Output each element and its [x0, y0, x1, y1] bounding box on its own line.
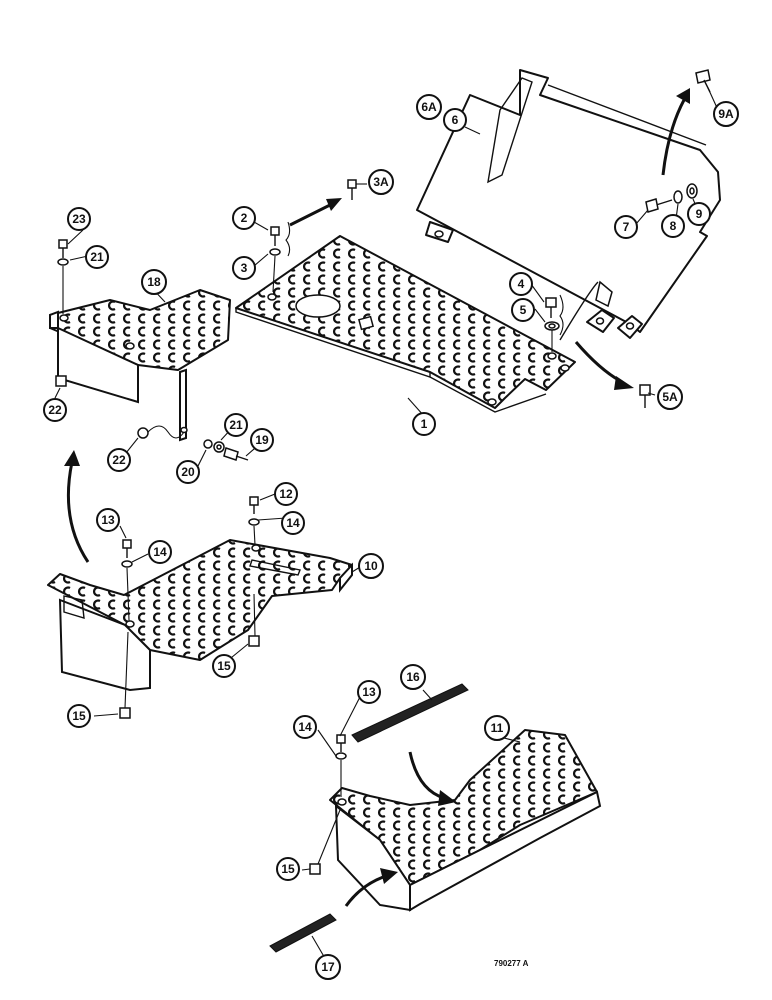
svg-text:17: 17 [321, 960, 335, 974]
callout-1: 1 [412, 412, 436, 436]
svg-text:16: 16 [406, 670, 420, 684]
callout-2: 2 [232, 206, 256, 230]
callout-21-lower: 21 [224, 413, 248, 437]
callout-16: 16 [400, 664, 426, 690]
callout-5a: 5A [657, 384, 683, 410]
callout-6a: 6A [416, 94, 442, 120]
svg-text:19: 19 [255, 433, 269, 447]
callout-15-left: 15 [67, 704, 91, 728]
svg-text:4: 4 [518, 277, 525, 291]
lower-step-part-11 [329, 729, 602, 912]
svg-text:22: 22 [112, 453, 126, 467]
callout-9a: 9A [713, 101, 739, 127]
step-plate-part-10 [47, 539, 353, 692]
callout-13-left: 13 [96, 508, 120, 532]
hardware [55, 69, 711, 875]
figure-reference-code: 790277 A [494, 959, 529, 968]
svg-text:20: 20 [181, 465, 195, 479]
callout-5: 5 [511, 298, 535, 322]
svg-text:9: 9 [696, 207, 703, 221]
svg-text:15: 15 [281, 862, 295, 876]
trim-strip-part-16 [351, 683, 469, 743]
callout-15-mid: 15 [212, 654, 236, 678]
callout-22-upper: 22 [43, 398, 67, 422]
callout-18: 18 [141, 269, 167, 295]
floor-plate-part-1 [235, 235, 613, 413]
svg-text:10: 10 [364, 559, 378, 573]
svg-text:5: 5 [520, 303, 527, 317]
svg-text:23: 23 [72, 212, 86, 226]
callout-9: 9 [687, 202, 711, 226]
assembly-arrows [64, 88, 690, 907]
trim-strip-part-17 [269, 913, 337, 953]
callout-14-lower: 14 [293, 715, 317, 739]
callout-14-left: 14 [148, 540, 172, 564]
callout-21-upper: 21 [85, 245, 109, 269]
callout-20: 20 [176, 460, 200, 484]
callout-11: 11 [484, 715, 510, 741]
callout-14-upper: 14 [281, 511, 305, 535]
callout-17: 17 [315, 954, 341, 980]
svg-text:22: 22 [48, 403, 62, 417]
svg-text:6A: 6A [421, 100, 437, 114]
svg-text:14: 14 [153, 545, 167, 559]
svg-text:15: 15 [217, 659, 231, 673]
svg-text:13: 13 [362, 685, 376, 699]
callout-10: 10 [358, 553, 384, 579]
svg-text:9A: 9A [718, 107, 734, 121]
callout-3a: 3A [368, 169, 394, 195]
callout-13-lower: 13 [357, 680, 381, 704]
svg-text:12: 12 [279, 487, 293, 501]
svg-text:5A: 5A [662, 390, 678, 404]
svg-text:11: 11 [491, 721, 504, 735]
svg-text:3A: 3A [373, 175, 389, 189]
svg-text:6: 6 [452, 113, 459, 127]
cover-bracket-part-18 [49, 289, 231, 442]
callout-7: 7 [614, 215, 638, 239]
svg-text:14: 14 [298, 720, 312, 734]
svg-text:21: 21 [90, 250, 104, 264]
callout-6: 6 [443, 108, 467, 132]
callout-19: 19 [250, 428, 274, 452]
svg-text:21: 21 [229, 418, 243, 432]
svg-text:8: 8 [670, 219, 677, 233]
callout-23: 23 [67, 207, 91, 231]
svg-text:13: 13 [101, 513, 115, 527]
callout-22-lower: 22 [107, 448, 131, 472]
callout-15-lower: 15 [276, 857, 300, 881]
svg-text:18: 18 [147, 275, 161, 289]
svg-text:2: 2 [241, 211, 248, 225]
svg-text:15: 15 [72, 709, 86, 723]
callout-3: 3 [232, 256, 256, 280]
callout-4: 4 [509, 272, 533, 296]
svg-text:1: 1 [421, 417, 428, 431]
callout-8: 8 [661, 214, 685, 238]
svg-text:14: 14 [286, 516, 300, 530]
callout-12: 12 [274, 482, 298, 506]
side-plate-part-6 [416, 69, 721, 339]
svg-text:3: 3 [241, 261, 248, 275]
svg-text:7: 7 [623, 220, 630, 234]
